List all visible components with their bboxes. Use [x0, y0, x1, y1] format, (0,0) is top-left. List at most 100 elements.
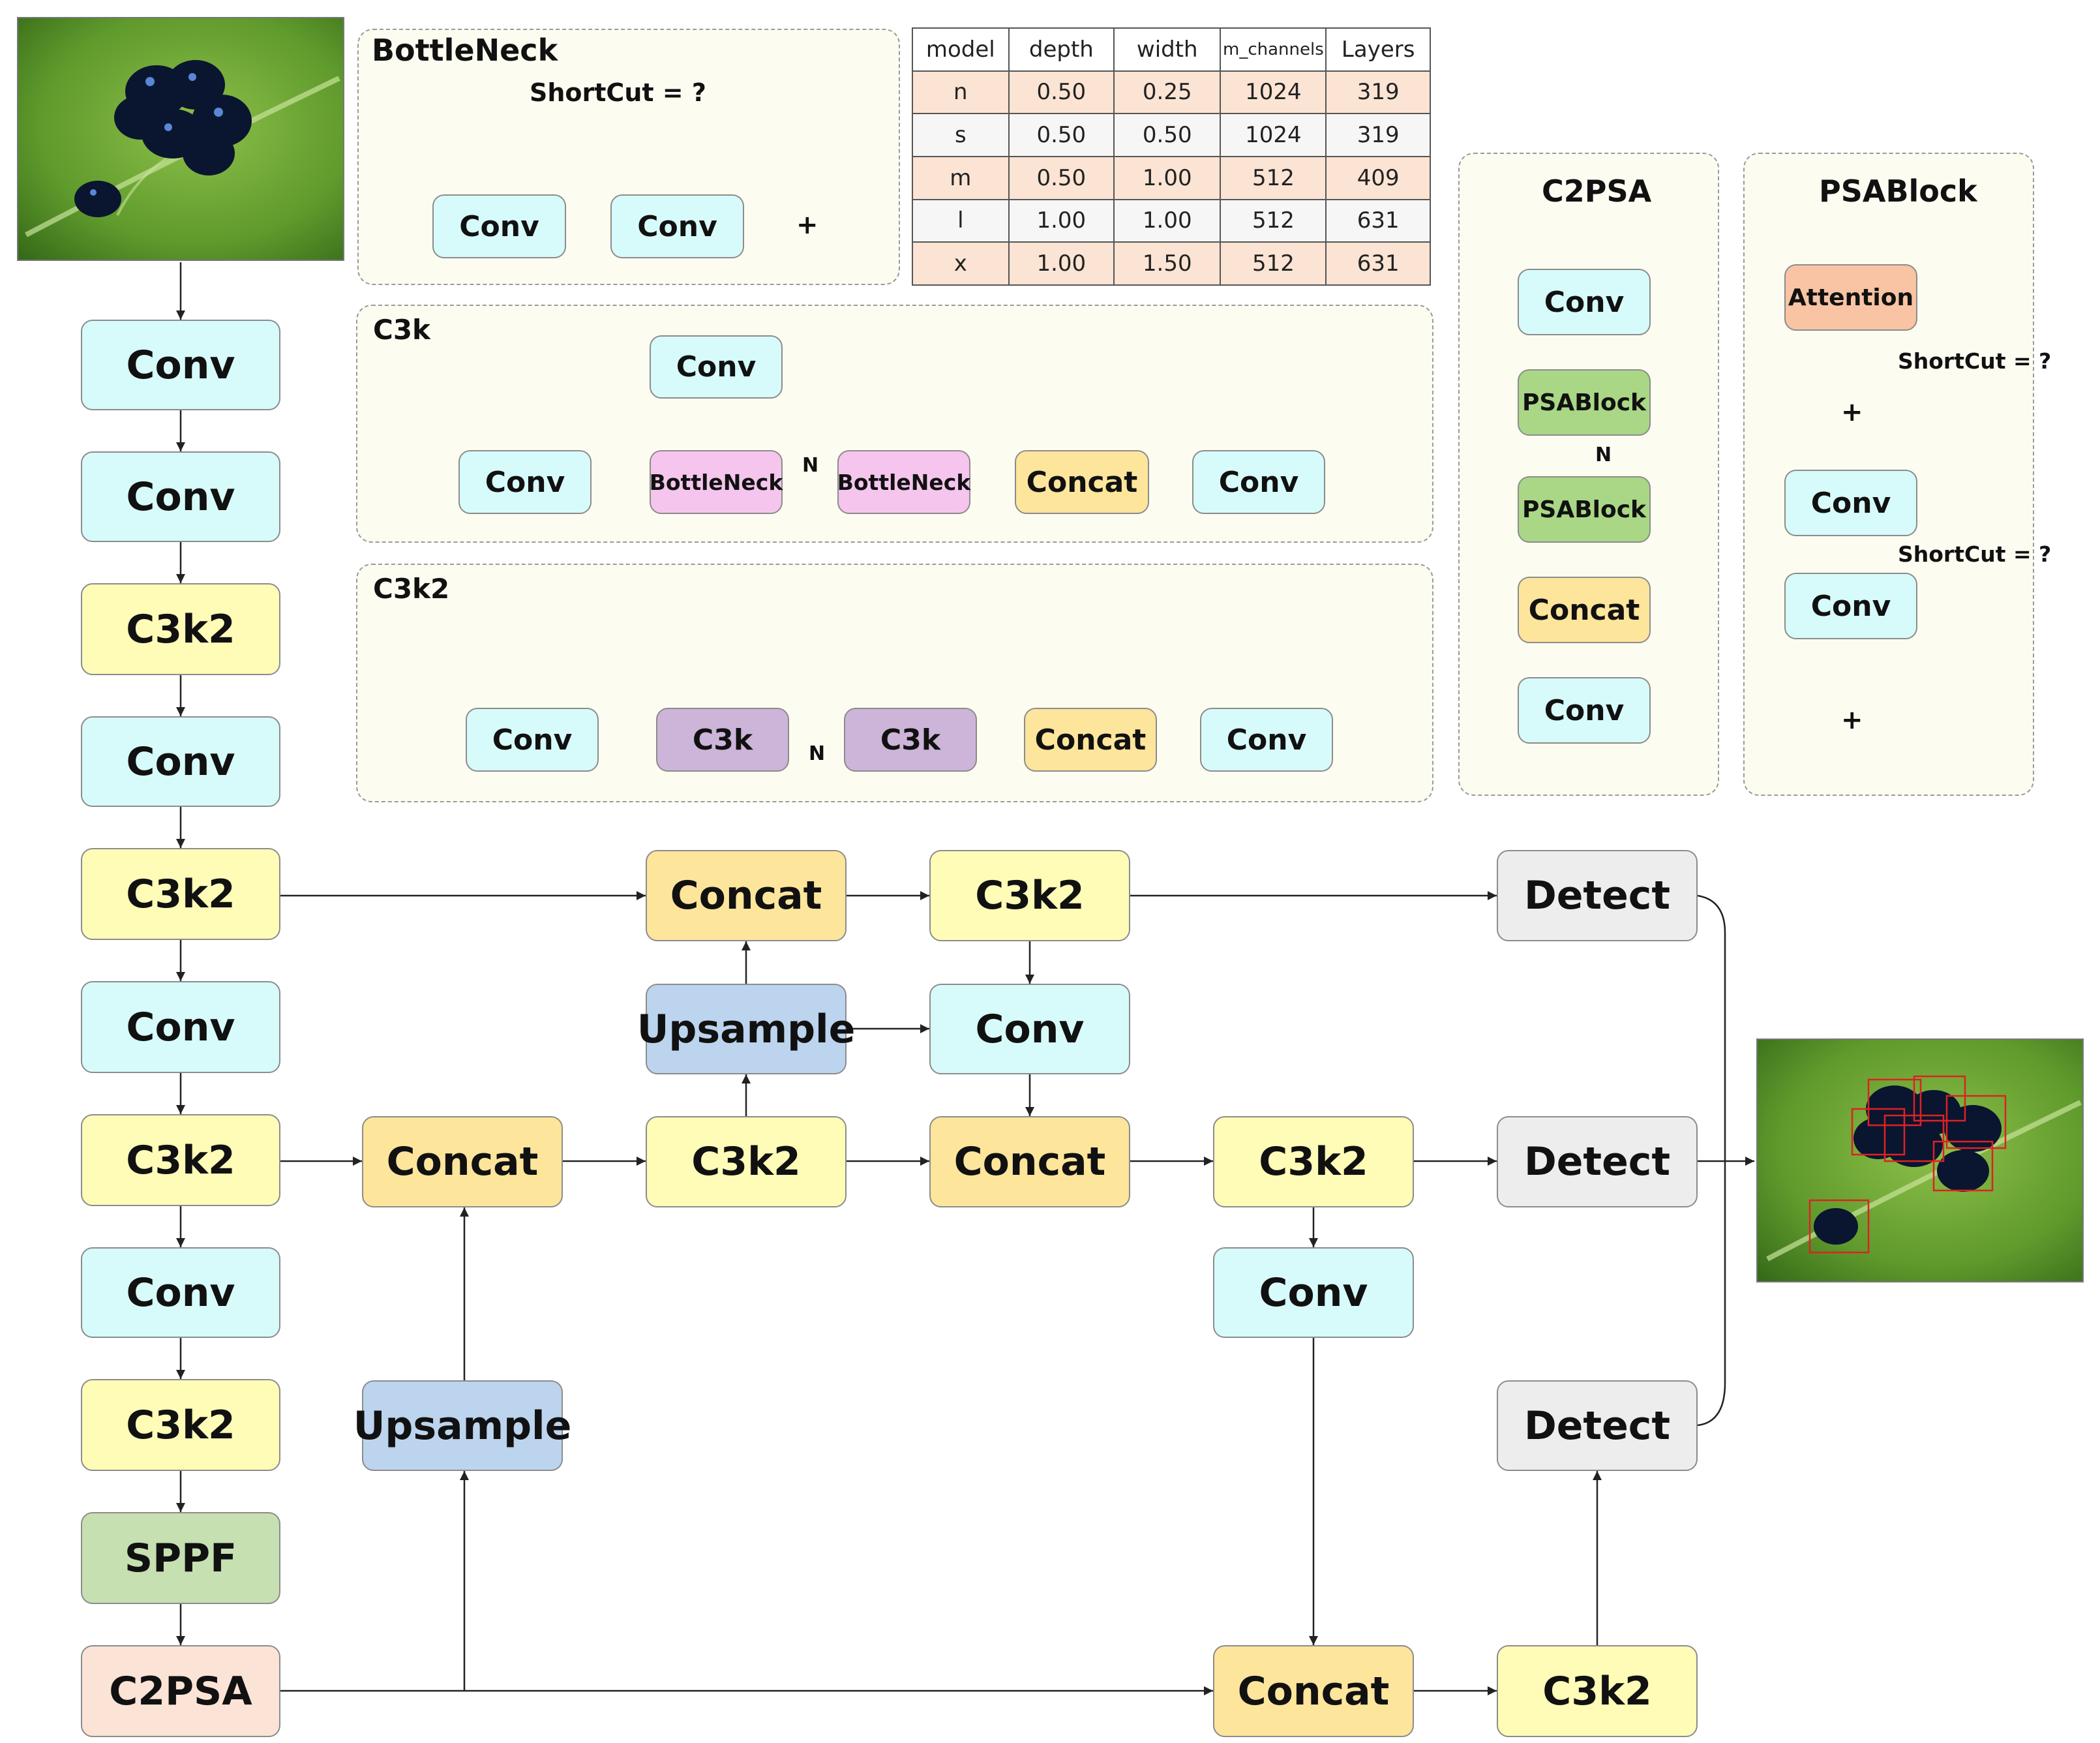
backbone-conv-4: Conv: [81, 981, 280, 1073]
c3k-top-conv: Conv: [650, 335, 783, 399]
table-cell: 0.50: [1008, 70, 1115, 115]
table-cell: 1.00: [1113, 155, 1222, 200]
neck-concat-col2: Concat: [646, 850, 847, 941]
backbone-conv-5: Conv: [81, 1247, 280, 1338]
c3k2-conv-in: Conv: [466, 708, 599, 772]
table-cell: 0.50: [1008, 113, 1115, 157]
c3k-conv-out: Conv: [1192, 450, 1325, 514]
neck-upsample-col1: Upsample: [353, 1380, 571, 1471]
psablock-shortcut-label-1: ShortCut = ?: [1898, 348, 2052, 374]
bottleneck-conv-2: Conv: [610, 194, 744, 258]
table-cell: 512: [1220, 155, 1327, 200]
detect-head-3: Detect: [1497, 1380, 1698, 1471]
table-header-cell: depth: [1008, 27, 1115, 72]
neck-conv-col4: Conv: [1213, 1247, 1414, 1338]
psablock-attention: Attention: [1784, 264, 1917, 331]
table-cell: s: [912, 113, 1010, 157]
table-cell: 0.50: [1113, 113, 1222, 157]
table-cell: 0.50: [1008, 155, 1115, 200]
table-cell: x: [912, 241, 1010, 286]
table-cell: 319: [1325, 113, 1431, 157]
psablock-plus-1: +: [1841, 397, 1863, 427]
main-connectors: [176, 262, 1754, 1695]
c3k2-n-label: N: [809, 742, 826, 765]
table-cell: l: [912, 198, 1010, 243]
neck-upsample-col2: Upsample: [637, 984, 855, 1074]
table-cell: m: [912, 155, 1010, 200]
backbone-sppf: SPPF: [81, 1512, 280, 1604]
c2psa-conv-out: Conv: [1518, 677, 1651, 744]
bottleneck-conv-1: Conv: [432, 194, 566, 258]
table-cell: 1.00: [1008, 198, 1115, 243]
table-row: l 1.00 1.00 512 631: [912, 198, 1431, 243]
backbone-conv-2: Conv: [81, 451, 280, 542]
table-row: n 0.50 0.25 1024 319: [912, 70, 1431, 115]
input-photo: [17, 17, 344, 261]
backbone-c3k2-1: C3k2: [81, 583, 280, 675]
c3k-title: C3k: [373, 314, 430, 346]
table-cell: n: [912, 70, 1010, 115]
c2psa-title: C2PSA: [1542, 174, 1652, 209]
c2psa-concat: Concat: [1518, 577, 1651, 643]
c2psa-conv-in: Conv: [1518, 269, 1651, 335]
c3k-bottleneck-2: BottleNeck: [837, 450, 970, 514]
table-cell: 409: [1325, 155, 1431, 200]
c3k2-c3k-1: C3k: [656, 708, 789, 772]
table-cell: 1.00: [1113, 198, 1222, 243]
c2psa-psablock-1: PSABlock: [1518, 369, 1651, 436]
psablock-plus-2: +: [1841, 705, 1863, 735]
c2psa-n-label: N: [1595, 444, 1612, 466]
backbone-c3k2-3: C3k2: [81, 1114, 280, 1206]
neck-c3k2-col5: C3k2: [1497, 1645, 1698, 1737]
table-header-cell: Layers: [1325, 27, 1431, 72]
c3k-concat: Concat: [1015, 450, 1149, 514]
c3k2-title: C3k2: [373, 573, 450, 605]
table-cell: 319: [1325, 70, 1431, 115]
table-header-cell: model: [912, 27, 1010, 72]
psablock-shortcut-label-2: ShortCut = ?: [1898, 541, 2052, 567]
table-cell: 512: [1220, 241, 1327, 286]
backbone-conv-3: Conv: [81, 716, 280, 807]
output-photo: [1756, 1038, 2084, 1282]
table-cell: 1024: [1220, 70, 1327, 115]
c3k-conv-in: Conv: [458, 450, 592, 514]
table-header-cell: width: [1113, 27, 1222, 72]
c3k-n-label: N: [802, 454, 819, 477]
c3k-bottleneck-1: BottleNeck: [650, 450, 783, 514]
table-cell: 512: [1220, 198, 1327, 243]
table-cell: 1.00: [1008, 241, 1115, 286]
neck-concat-col4: Concat: [1213, 1645, 1414, 1737]
detect-head-1: Detect: [1497, 850, 1698, 941]
psablock-conv-1: Conv: [1784, 470, 1917, 536]
c3k2-conv-out: Conv: [1200, 708, 1333, 772]
bottleneck-shortcut-label: ShortCut = ?: [530, 78, 706, 107]
table-cell: 1.50: [1113, 241, 1222, 286]
table-row: s 0.50 0.50 1024 319: [912, 113, 1431, 157]
c3k2-c3k-2: C3k: [844, 708, 977, 772]
neck-concat-col3: Concat: [929, 1116, 1130, 1207]
neck-c3k2-col2: C3k2: [646, 1116, 847, 1207]
psablock-title: PSABlock: [1819, 174, 1977, 209]
psablock-conv-2: Conv: [1784, 573, 1917, 639]
table-cell: 1024: [1220, 113, 1327, 157]
backbone-c3k2-4: C3k2: [81, 1379, 280, 1471]
c2psa-psablock-2: PSABlock: [1518, 476, 1651, 543]
backbone-conv-1: Conv: [81, 320, 280, 410]
neck-concat-col1: Concat: [362, 1116, 563, 1207]
bottleneck-plus: +: [796, 210, 818, 240]
detect-head-2: Detect: [1497, 1116, 1698, 1207]
table-cell: 631: [1325, 241, 1431, 286]
model-scale-table: model depth width m_channels Layers n 0.…: [912, 27, 1431, 286]
neck-c3k2-col3: C3k2: [929, 850, 1130, 941]
table-header-cell: m_channels: [1220, 27, 1327, 72]
backbone-c2psa: C2PSA: [81, 1645, 280, 1737]
neck-conv-col3: Conv: [929, 984, 1130, 1074]
neck-c3k2-col4: C3k2: [1213, 1116, 1414, 1207]
table-row: m 0.50 1.00 512 409: [912, 155, 1431, 200]
bottleneck-title: BottleNeck: [372, 33, 558, 68]
c3k2-concat: Concat: [1024, 708, 1157, 772]
table-cell: 631: [1325, 198, 1431, 243]
backbone-c3k2-2: C3k2: [81, 848, 280, 940]
table-row: x 1.00 1.50 512 631: [912, 241, 1431, 286]
table-cell: 0.25: [1113, 70, 1222, 115]
